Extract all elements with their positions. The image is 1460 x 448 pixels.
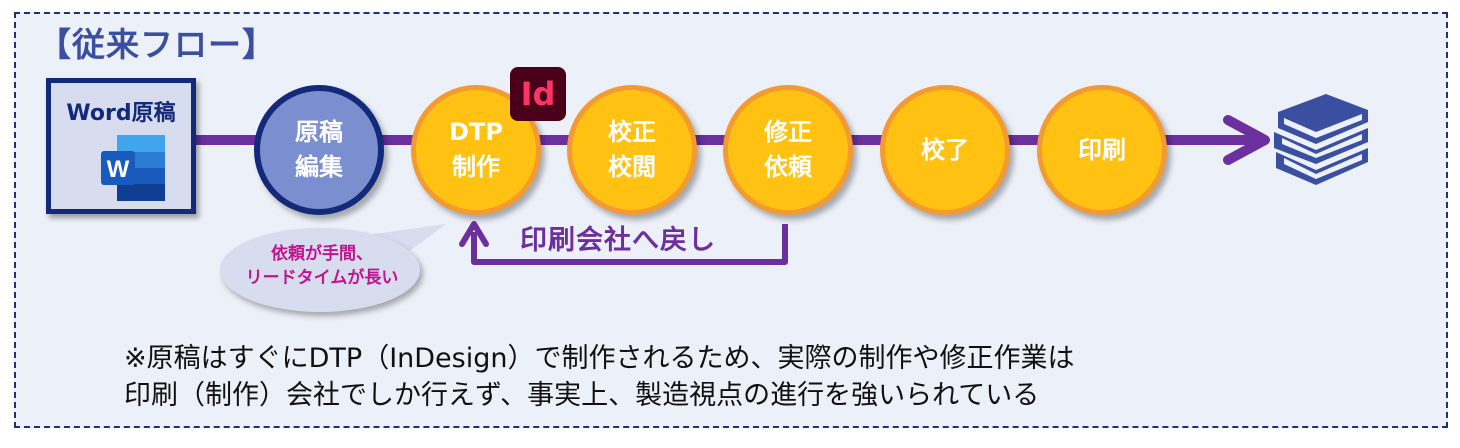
flow-arrowhead	[1223, 115, 1270, 165]
callout-line-1: 依頼が手間、	[271, 244, 373, 264]
callout-text: 依頼が手間、 リードタイムが長い	[222, 243, 422, 291]
return-arrow	[471, 224, 788, 265]
callout-line-2: リードタイムが長い	[245, 267, 399, 288]
footnote: ※原稿はすぐにDTP（InDesign）で制作されるため、実際の制作や修正作業は…	[124, 340, 1074, 414]
step-final-proof: 校了	[880, 85, 1010, 215]
return-to-printer-label: 印刷会社へ戻し	[520, 225, 716, 256]
svg-text:W: W	[107, 156, 130, 183]
word-icon: W	[101, 135, 165, 201]
word-manuscript-label: Word原稿	[66, 101, 176, 126]
diagram-title: 【従来フロー】	[38, 25, 276, 64]
step-manuscript-edit: 原稿 編集	[254, 85, 384, 215]
footnote-line-2: 印刷（制作）会社でしか行えず、事実上、製造視点の進行を強いられている	[124, 380, 1040, 411]
word-manuscript-box: Word原稿 W	[46, 78, 196, 214]
callout-bubble	[220, 224, 446, 312]
step-revision-request: 修正 依頼	[723, 85, 853, 215]
footnote-line-1: ※原稿はすぐにDTP（InDesign）で制作されるため、実際の制作や修正作業は	[124, 343, 1075, 374]
diagram-frame	[14, 12, 1448, 428]
step-proofreading: 校正 校閲	[567, 85, 697, 215]
books-icon	[1274, 94, 1368, 185]
return-arrowhead	[459, 221, 489, 247]
indesign-icon: Id	[510, 67, 566, 121]
step-printing: 印刷	[1037, 85, 1167, 215]
